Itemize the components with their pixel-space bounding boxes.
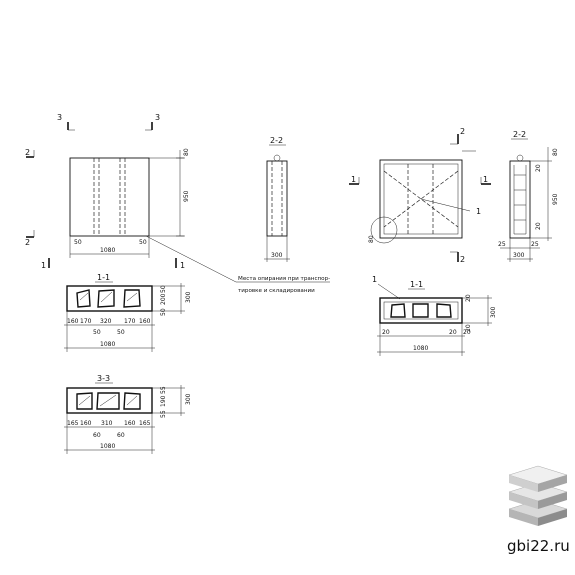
right-section-2-2: 2-2 80 20 950 20 25 25 300: [498, 130, 559, 262]
right-s11-dim-20-b: 20: [449, 329, 457, 336]
left-s11-dim-50-bottom: 50: [160, 308, 167, 316]
left-s33-dim-190: 190: [160, 395, 167, 407]
left-s33-title: 3-3: [97, 374, 110, 383]
watermark-site: gbi22.ru: [507, 537, 570, 555]
right-s11-dim-300: 300: [490, 306, 497, 318]
left-section-2-2: 2-2 300: [264, 136, 290, 262]
right-s22-dim-300: 300: [513, 252, 525, 259]
stacked-slabs-icon: [508, 465, 568, 526]
left-s33-dim-160-b: 160: [124, 420, 136, 427]
left-s33-dim-55-bottom: 55: [160, 410, 167, 418]
left-s11-dim-160-a: 160: [67, 318, 79, 325]
left-s33-dim-1080: 1080: [100, 443, 115, 450]
elev-dim-950: 950: [183, 190, 190, 202]
right-s22-dim-20-bottom: 20: [535, 222, 542, 230]
right-elevation-view: 1 2 2 1 1 80: [349, 127, 491, 264]
left-s33-dim-165-a: 165: [67, 420, 79, 427]
left-s33-dim-310: 310: [101, 420, 113, 427]
elev-mark-1-right: 1: [180, 261, 185, 270]
left-section-1-1: 1-1 50 200 50 300 160 170 320 170 160 50…: [64, 273, 192, 352]
left-section-3-3: 3-3 55 190 55 300 165 160 310 160 165 60…: [64, 374, 192, 454]
right-s22-dim-25-right: 25: [531, 241, 539, 248]
left-s22-title: 2-2: [270, 136, 283, 145]
right-section-1-1: 1-1 1 20 20 300 20 20 20 1080: [372, 275, 497, 356]
right-s11-dim-20-bottom: 20: [465, 324, 472, 332]
elev-dim-1080: 1080: [100, 247, 115, 254]
right-s22-dim-25-left: 25: [498, 241, 506, 248]
right-s11-dim-20-a: 20: [382, 329, 390, 336]
right-elev-callout-1: 1: [476, 207, 481, 216]
elev-mark-3-left: 3: [57, 113, 62, 122]
right-s11-title: 1-1: [410, 280, 423, 289]
note-line-1: Места опирания при транспор-: [238, 276, 330, 282]
left-s22-dim-300: 300: [271, 252, 283, 259]
left-s33-dim-60-a: 60: [93, 432, 101, 439]
elev-mark-3-right: 3: [155, 113, 160, 122]
right-elev-dim-80: 80: [368, 235, 375, 243]
note-line-2: тировке и складировании: [238, 288, 315, 294]
right-s22-dim-20-top: 20: [535, 164, 542, 172]
elev-mark-1-left: 1: [41, 261, 46, 270]
right-s11-callout-1: 1: [372, 275, 377, 284]
elev-dim-50-left: 50: [74, 239, 82, 246]
left-s33-dim-300: 300: [185, 393, 192, 405]
elev-mark-2-bottom: 2: [25, 238, 30, 247]
left-s11-dim-50-mid-a: 50: [93, 329, 101, 336]
elev-mark-2-top: 2: [25, 148, 30, 157]
left-s33-dim-165-b: 165: [139, 420, 151, 427]
right-elev-mark-2-bottom: 2: [460, 255, 465, 264]
left-s11-dim-1080: 1080: [100, 341, 115, 348]
left-s33-dim-160-a: 160: [80, 420, 92, 427]
elev-dim-80: 80: [183, 148, 190, 156]
watermark-logo: gbi22.ru: [507, 465, 570, 555]
left-s11-dim-50-top: 50: [160, 285, 167, 293]
right-s22-dim-80: 80: [552, 148, 559, 156]
left-s11-dim-50-mid-b: 50: [117, 329, 125, 336]
left-s11-dim-170-a: 170: [80, 318, 92, 325]
left-s11-dim-170-b: 170: [124, 318, 136, 325]
left-s33-dim-60-b: 60: [117, 432, 125, 439]
right-elev-mark-1-left: 1: [351, 175, 356, 184]
left-s11-title: 1-1: [97, 273, 110, 282]
left-s11-dim-160-b: 160: [139, 318, 151, 325]
right-s22-dim-950: 950: [552, 193, 559, 205]
left-elevation-view: 80 950 1080 50 50 3 3 2 2 1 1: [25, 113, 330, 283]
right-s22-title: 2-2: [513, 130, 526, 139]
left-s11-dim-300: 300: [185, 291, 192, 303]
left-s11-dim-200: 200: [160, 293, 167, 305]
supports-note: Места опирания при транспор- тировке и с…: [238, 276, 330, 294]
right-elev-mark-2-top: 2: [460, 127, 465, 136]
left-s33-dim-55-top: 55: [160, 386, 167, 394]
right-elev-mark-1-right: 1: [483, 175, 488, 184]
right-s11-dim-20-top: 20: [465, 294, 472, 302]
right-s11-dim-1080: 1080: [413, 345, 428, 352]
right-s11-dim-20-c: 20: [463, 329, 471, 336]
left-s11-dim-320: 320: [100, 318, 112, 325]
elev-dim-50-right: 50: [139, 239, 147, 246]
